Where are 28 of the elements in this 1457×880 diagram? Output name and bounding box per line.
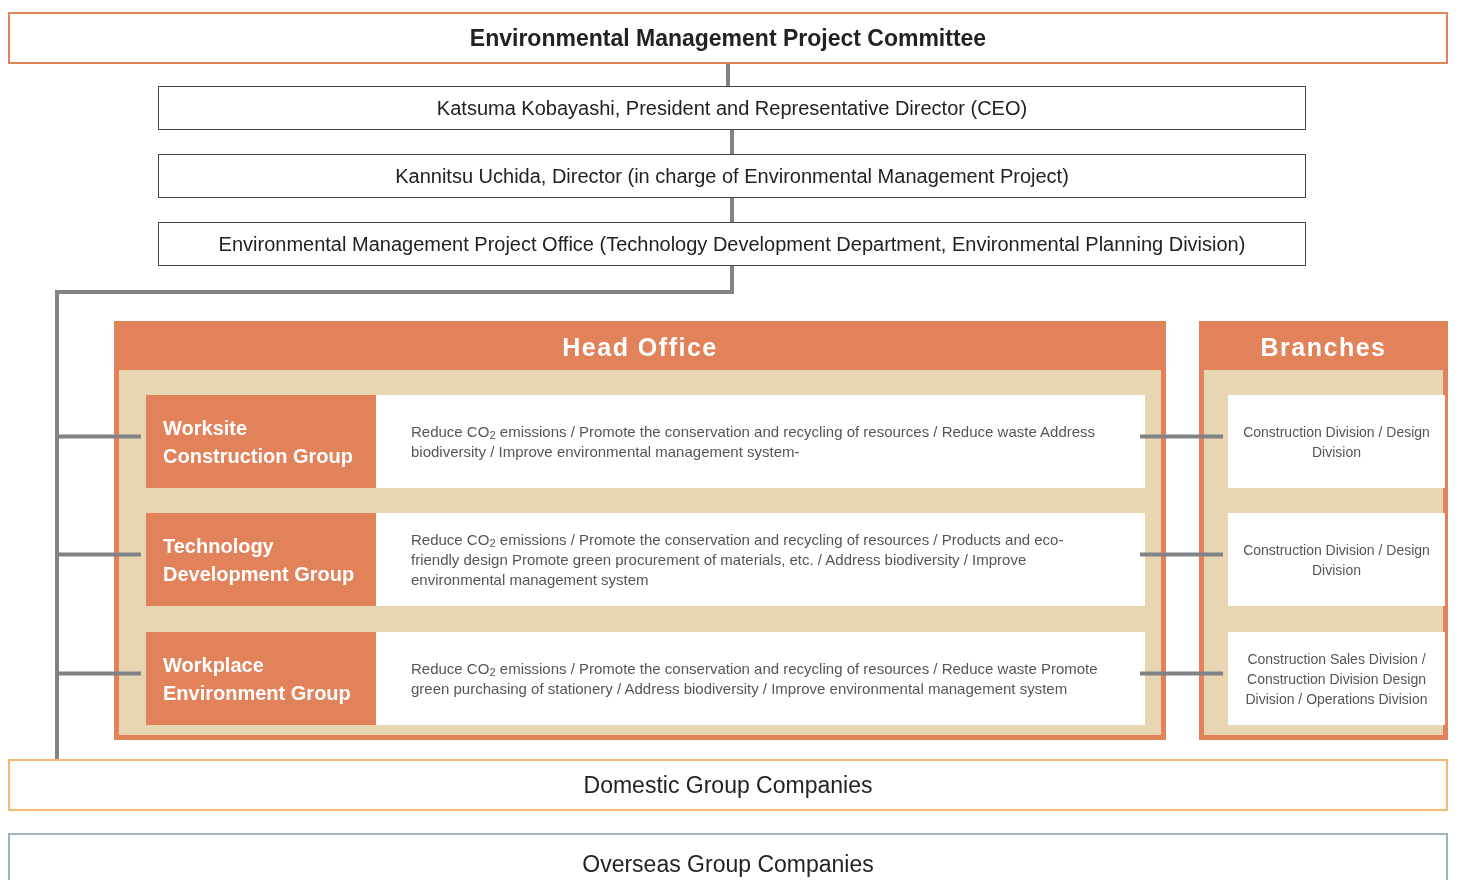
objective-text: Reduce CO$_{2}$ emissions / Promote the conservation and recycling of resources / Reduce waste Address biodiversity / Improve environmental management system- [411,421,1097,462]
group-row [146,632,1145,725]
section-panel [1199,321,1448,740]
group-row [146,395,1145,488]
group-label: Technology Development Group [146,513,376,606]
org-box: Environmental Management Project Office (Technology Development Department, Environmental Planning Division) [158,222,1306,266]
org-box: Katsuma Kobayashi, President and Representative Director (CEO) [158,86,1306,130]
connector-line [1140,552,1223,557]
connector-line [730,130,734,154]
division-box: Construction Division / Design Division [1228,395,1445,488]
division-box: Construction Division / Design Division [1228,513,1445,606]
connector-line [730,198,734,222]
org-box: Overseas Group Companies [8,833,1448,880]
group-label: Worksite Construction Group [146,395,376,488]
org-box: Kannitsu Uchida, Director (in charge of Environmental Management Project) [158,154,1306,198]
division-box: Construction Sales Division / Construction Division Design Division / Operations Division [1228,632,1445,725]
committee-box: Environmental Management Project Committee [8,12,1448,64]
objective-text: Reduce CO$_{2}$ emissions / Promote the conservation and recycling of resources / Products and eco-friendly design Promote green procurement of materials, etc. / Address biodiversity / Improve environmental management system [411,529,1065,590]
connector-line [726,64,730,86]
org-box: Domestic Group Companies [8,759,1448,811]
section-heading: Head Office [119,326,1161,370]
connector-line [1140,671,1223,676]
objective-text: Reduce CO$_{2}$ emissions / Promote the conservation and recycling of resources / Reduce waste Promote green purchasing of stationery / Address biodiversity / Improve environmental management system [411,658,1099,699]
section-panel [114,321,1166,740]
section-heading: Branches [1204,326,1443,370]
group-label: Workplace Environment Group [146,632,376,725]
group-row [146,513,1145,606]
connector-line [1140,434,1223,439]
